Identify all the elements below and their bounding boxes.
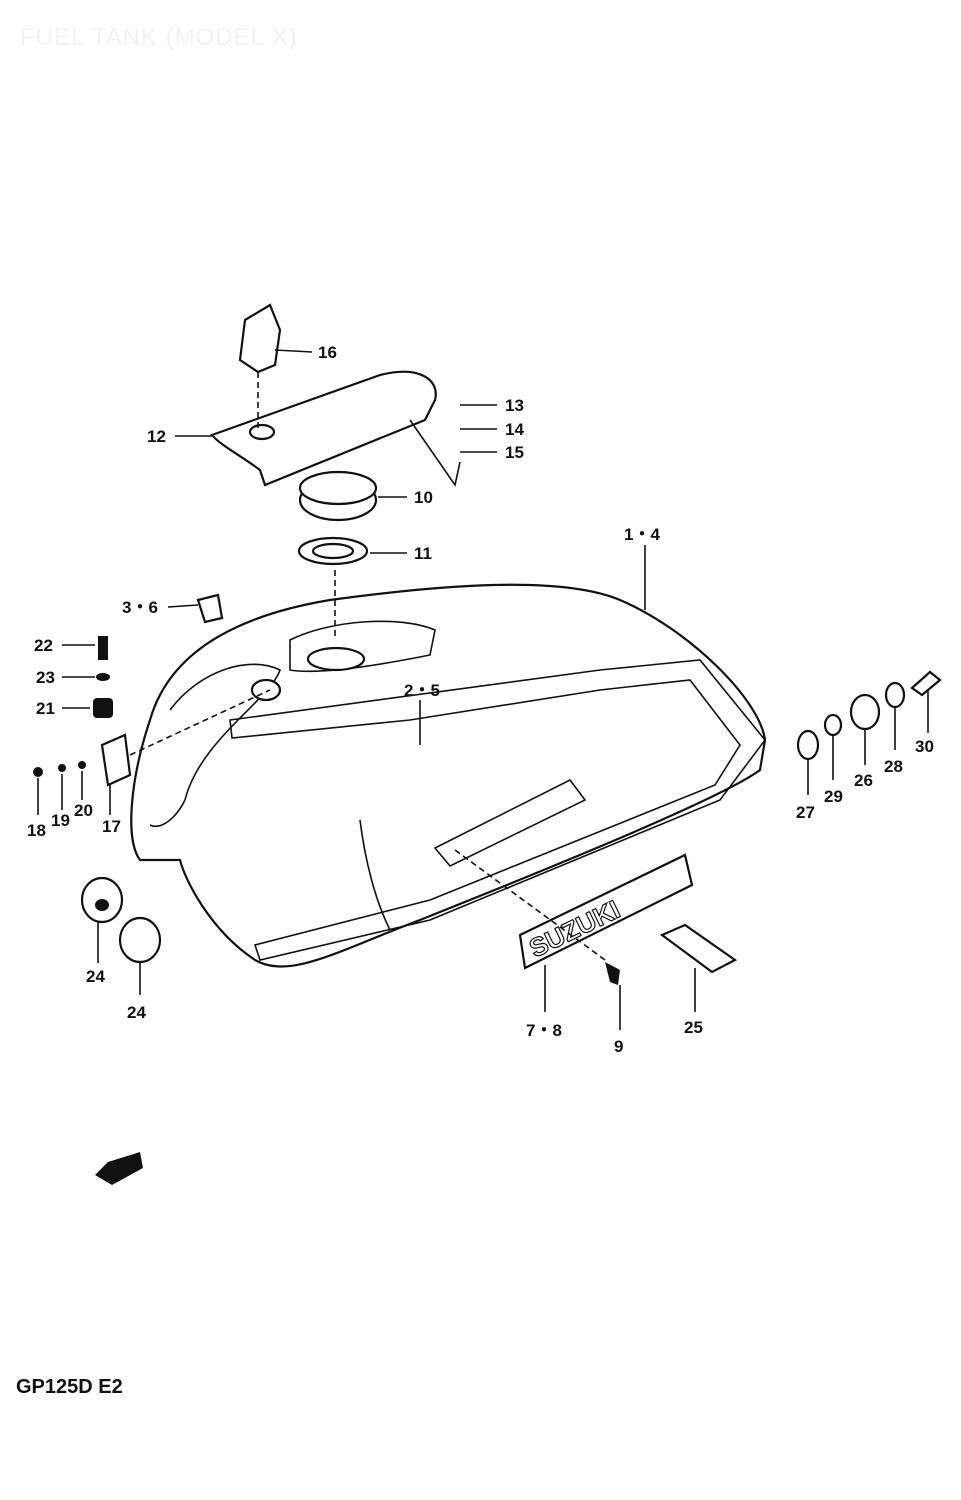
callout-22: 22 (34, 636, 53, 655)
callout-13: 13 (505, 396, 524, 415)
callout-12: 12 (147, 427, 166, 446)
callout-24b: 24 (127, 1003, 146, 1022)
callout-7-8: 7・8 (526, 1021, 562, 1040)
callout-10: 10 (414, 488, 433, 507)
tank-knee-recess (149, 663, 281, 827)
spacer-29 (823, 713, 843, 737)
callout-28: 28 (884, 757, 903, 776)
callout-14: 14 (505, 420, 524, 439)
callout-15: 15 (505, 443, 524, 462)
callout-23: 23 (36, 668, 55, 687)
svg-text:SUZUKI: SUZUKI (524, 894, 624, 963)
callout-2-5: 2・5 (404, 681, 440, 700)
callout-26: 26 (854, 771, 873, 790)
washer-28 (884, 681, 906, 709)
bracket-17 (100, 733, 132, 787)
callout-16: 16 (318, 343, 337, 362)
callout-17: 17 (102, 817, 121, 836)
front-arrow-icon (95, 1152, 143, 1185)
tank-filler-neck (306, 646, 366, 672)
nut-20 (78, 761, 86, 769)
tank-side-stripe (229, 659, 767, 961)
tank-top-cover (210, 370, 437, 487)
callout-3-6: 3・6 (122, 598, 158, 617)
callout-19: 19 (51, 811, 70, 830)
callout-30: 30 (915, 737, 934, 756)
cushion-24a (80, 876, 124, 924)
tank-clip (196, 593, 224, 624)
fuel-cock (238, 303, 282, 374)
washer-23 (96, 673, 110, 681)
diagram-title: FUEL TANK (MODEL X) (20, 24, 298, 51)
callout-18: 18 (27, 821, 46, 840)
callout-1-4: 1・4 (624, 525, 660, 544)
cushion-21 (93, 698, 113, 718)
washer-19 (58, 764, 66, 772)
callout-25: 25 (684, 1018, 703, 1037)
callout-9: 9 (614, 1037, 623, 1056)
screw-18 (33, 767, 43, 777)
tank-mount-hole (250, 678, 282, 702)
model-code: GP125D E2 (16, 1376, 123, 1398)
callout-11: 11 (414, 544, 432, 563)
callout-21: 21 (36, 699, 55, 718)
fuel-cap (298, 470, 378, 522)
screw-9 (605, 962, 620, 985)
callout-20: 20 (74, 801, 93, 820)
cushion-24b (118, 916, 162, 964)
washer-27 (796, 729, 820, 761)
callout-27: 27 (796, 803, 815, 822)
cushion-26 (849, 693, 881, 731)
tank-emblem-recess (433, 778, 587, 867)
callout-29: 29 (824, 787, 843, 806)
callout-24a: 24 (86, 967, 105, 986)
bolt-30 (910, 670, 942, 697)
leader-lines (37, 349, 929, 1030)
fuel-tank-body (130, 583, 767, 968)
rubber-pad-25 (659, 923, 738, 974)
cap-gasket (297, 536, 369, 566)
top-cover-hole (248, 423, 276, 441)
bolt-22 (98, 636, 108, 660)
tank-contour-line (359, 819, 391, 931)
